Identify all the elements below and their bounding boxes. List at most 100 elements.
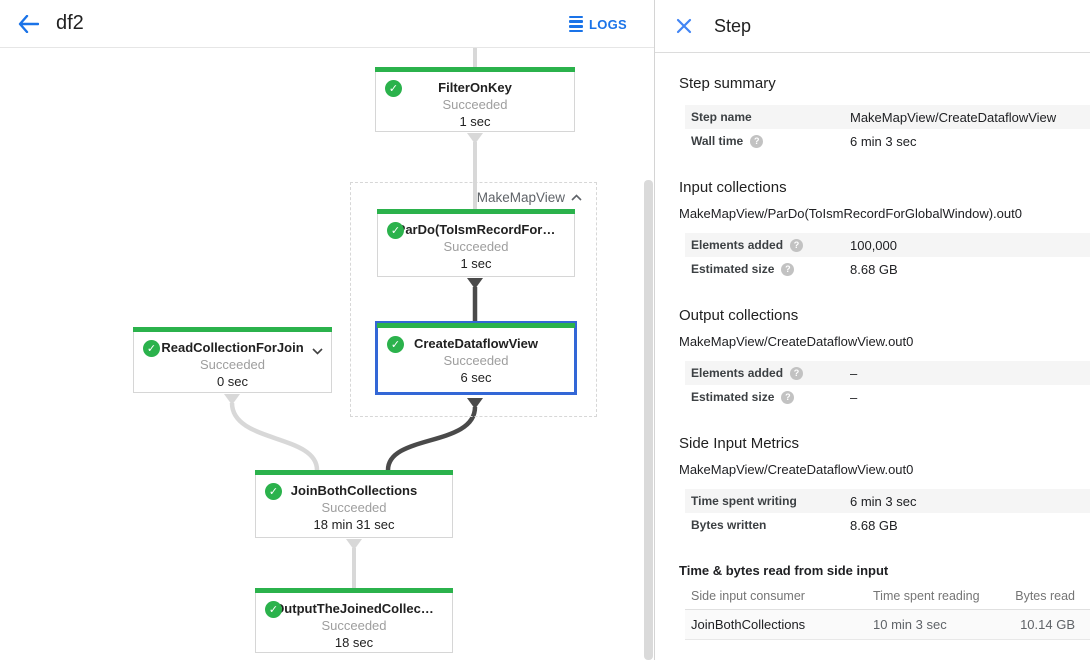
node-title: OutputTheJoinedCollec… bbox=[274, 601, 434, 616]
node-title: ParDo(ToIsmRecordFor… bbox=[396, 222, 556, 237]
input-collection-name: MakeMapView/ParDo(ToIsmRecordForGlobalWi… bbox=[679, 206, 1022, 221]
section-heading-side-input-metrics: Side Input Metrics bbox=[679, 435, 800, 452]
node-status-bar bbox=[377, 209, 575, 214]
graph-node-createdataflowview[interactable]: ✓ CreateDataflowView Succeeded 6 sec bbox=[375, 321, 577, 395]
side-input-table-heading: Time & bytes read from side input bbox=[679, 563, 889, 578]
kv-label: Step name bbox=[691, 110, 752, 124]
output-collection-name: MakeMapView/CreateDataflowView.out0 bbox=[679, 334, 914, 349]
panel-body: Step summary Step name MakeMapView/Creat… bbox=[655, 53, 1090, 640]
cell-side-input-consumer: JoinBothCollections bbox=[691, 617, 806, 632]
node-title: FilterOnKey bbox=[438, 80, 512, 95]
kv-row-elements-added: Elements added ? 100,000 bbox=[685, 233, 1090, 257]
column-header-time-spent-reading: Time spent reading bbox=[873, 588, 980, 603]
node-status-bar bbox=[375, 67, 575, 72]
graph-node-readcollectionforjoin[interactable]: ✓ ReadCollectionForJoin Succeeded 0 sec bbox=[133, 327, 332, 393]
table-row: JoinBothCollections 10 min 3 sec 10.14 G… bbox=[685, 610, 1090, 640]
graph-node-pardo-toismrecord[interactable]: ✓ ParDo(ToIsmRecordFor… Succeeded 1 sec bbox=[377, 209, 575, 277]
node-status: Succeeded bbox=[321, 500, 387, 515]
job-title: df2 bbox=[56, 12, 84, 34]
node-status: Succeeded bbox=[199, 357, 266, 372]
close-icon bbox=[676, 18, 692, 34]
kv-row-bytes-written: Bytes written 8.68 GB bbox=[685, 513, 1090, 537]
graph-vertical-scrollbar[interactable] bbox=[644, 180, 653, 660]
kv-value: – bbox=[850, 389, 858, 405]
kv-value: 8.68 GB bbox=[850, 517, 898, 533]
graph-node-outputthejoinedcollection[interactable]: ✓ OutputTheJoinedCollec… Succeeded 18 se… bbox=[255, 588, 453, 653]
node-status-bar bbox=[133, 327, 332, 332]
help-icon[interactable]: ? bbox=[790, 366, 804, 380]
node-time: 1 sec bbox=[460, 256, 492, 271]
help-icon[interactable]: ? bbox=[790, 238, 804, 252]
group-label: MakeMapView bbox=[476, 190, 565, 205]
node-title: CreateDataflowView bbox=[413, 336, 539, 351]
close-panel-button[interactable] bbox=[672, 14, 696, 38]
column-header-bytes-read: Bytes read bbox=[1015, 588, 1075, 603]
chevron-down-icon bbox=[312, 348, 323, 355]
kv-label: Bytes written bbox=[691, 518, 767, 532]
help-icon[interactable]: ? bbox=[781, 390, 795, 404]
kv-value: 100,000 bbox=[850, 237, 897, 253]
side-input-table: Side input consumer Time spent reading B… bbox=[685, 582, 1090, 640]
side-input-collection-name: MakeMapView/CreateDataflowView.out0 bbox=[679, 462, 914, 477]
kv-value: 6 min 3 sec bbox=[850, 133, 917, 149]
back-arrow-icon bbox=[18, 14, 39, 33]
graph-node-joinbothcollections[interactable]: ✓ JoinBothCollections Succeeded 18 min 3… bbox=[255, 470, 453, 538]
panel-divider bbox=[654, 0, 655, 660]
node-title: JoinBothCollections bbox=[290, 483, 418, 498]
step-details-panel: Step Step summary Step name MakeMapView/… bbox=[655, 0, 1090, 660]
kv-value: 6 min 3 sec bbox=[850, 493, 917, 509]
job-graph-canvas[interactable]: MakeMapView ✓ FilterOnKey Succeeded 1 se… bbox=[0, 48, 654, 660]
node-status: Succeeded bbox=[442, 97, 508, 112]
section-heading-step-summary: Step summary bbox=[679, 75, 776, 92]
section-heading-input-collections: Input collections bbox=[679, 179, 787, 196]
column-header-side-input-consumer: Side input consumer bbox=[691, 588, 805, 603]
kv-value: 8.68 GB bbox=[850, 261, 898, 277]
kv-value: – bbox=[850, 365, 858, 381]
logs-button[interactable]: LOGS bbox=[568, 0, 627, 48]
kv-label: Estimated size bbox=[691, 390, 775, 404]
node-status-bar bbox=[255, 470, 453, 475]
success-check-icon: ✓ bbox=[387, 336, 404, 353]
success-check-icon: ✓ bbox=[265, 601, 282, 618]
help-icon[interactable]: ? bbox=[750, 134, 764, 148]
node-status: Succeeded bbox=[443, 239, 509, 254]
logs-button-label: LOGS bbox=[588, 16, 627, 32]
expand-node-button[interactable] bbox=[312, 342, 323, 360]
help-icon[interactable]: ? bbox=[781, 262, 795, 276]
node-time: 18 min 31 sec bbox=[313, 517, 395, 532]
cell-time-spent-reading: 10 min 3 sec bbox=[873, 617, 947, 632]
node-status-bar bbox=[377, 323, 575, 328]
node-time: 1 sec bbox=[459, 114, 491, 129]
logs-list-icon bbox=[568, 15, 583, 33]
kv-row-estimated-size: Estimated size ? – bbox=[685, 385, 1090, 409]
kv-label: Elements added bbox=[691, 238, 784, 252]
node-status: Succeeded bbox=[321, 618, 387, 633]
node-time: 6 sec bbox=[460, 370, 492, 385]
table-header-row: Side input consumer Time spent reading B… bbox=[685, 582, 1090, 610]
kv-row-estimated-size: Estimated size ? 8.68 GB bbox=[685, 257, 1090, 281]
success-check-icon: ✓ bbox=[265, 483, 282, 500]
composite-group-makemapview: MakeMapView bbox=[350, 182, 597, 417]
kv-row-elements-added: Elements added ? – bbox=[685, 361, 1090, 385]
success-check-icon: ✓ bbox=[385, 80, 402, 97]
kv-label: Estimated size bbox=[691, 262, 775, 276]
node-time: 18 sec bbox=[334, 635, 374, 650]
kv-value: MakeMapView/CreateDataflowView bbox=[850, 109, 1057, 125]
graph-toolbar: df2 LOGS bbox=[0, 0, 654, 48]
cell-bytes-read: 10.14 GB bbox=[1020, 617, 1075, 632]
success-check-icon: ✓ bbox=[143, 340, 160, 357]
success-check-icon: ✓ bbox=[387, 222, 404, 239]
graph-edges bbox=[224, 48, 483, 588]
graph-node-filteronkey[interactable]: ✓ FilterOnKey Succeeded 1 sec bbox=[375, 67, 575, 132]
back-button[interactable] bbox=[12, 8, 44, 40]
panel-title: Step bbox=[714, 15, 752, 36]
group-toggle-makemapview[interactable]: MakeMapView bbox=[477, 190, 582, 205]
node-title: ReadCollectionForJoin bbox=[161, 340, 304, 355]
chevron-up-icon bbox=[571, 194, 582, 201]
kv-label: Wall time bbox=[691, 134, 744, 148]
node-status-bar bbox=[255, 588, 453, 593]
node-status: Succeeded bbox=[443, 353, 509, 368]
kv-row-wall-time: Wall time ? 6 min 3 sec bbox=[685, 129, 1090, 153]
kv-row-time-spent-writing: Time spent writing 6 min 3 sec bbox=[685, 489, 1090, 513]
